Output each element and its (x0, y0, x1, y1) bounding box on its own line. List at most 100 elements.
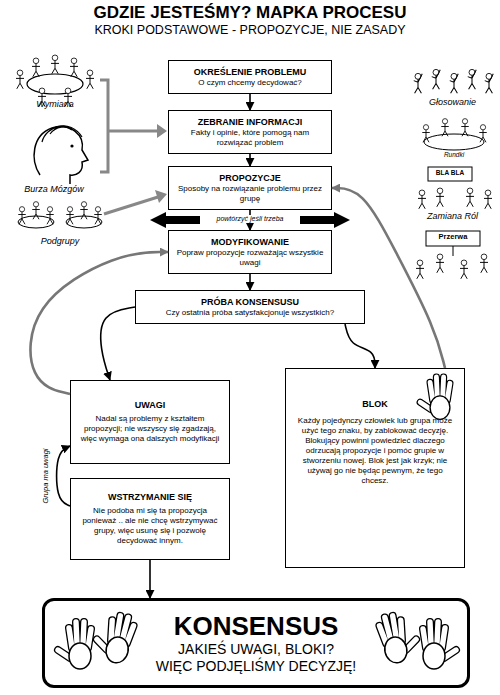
person-figure (86, 70, 94, 89)
hand-symbol (58, 622, 91, 669)
speech-sign (428, 167, 472, 181)
voting-figure (414, 73, 423, 93)
person-figure (416, 260, 424, 279)
flow-arrow (249, 94, 251, 110)
person-figure (32, 202, 40, 220)
box-heading: BLOK (362, 399, 388, 410)
arrow-head (155, 190, 167, 203)
person-figure (466, 188, 474, 207)
hand-symbol (378, 612, 420, 665)
sign-text: Przerwa (426, 233, 480, 241)
person-figure (479, 125, 487, 143)
box-text: JAKIEŚ UWAGI, BLOKI? (178, 641, 334, 658)
repeat-note: powtórzyć jeśli trzeba (200, 215, 300, 223)
diagram-title: GDZIE JESTEŚMY? MAPKA PROCESU (0, 3, 500, 23)
voting-figure (485, 73, 494, 93)
table-shape (424, 134, 484, 150)
box-text: Fakty i opinie, które pomogą nam rozwiąz… (174, 128, 326, 148)
box-text: Każdy pojedynczy człowiek lub grupa może… (294, 416, 456, 486)
person-figure (436, 188, 444, 207)
process-box: ZEBRANIE INFORMACJIFakty i opinie, które… (168, 110, 332, 154)
person-figure (46, 207, 54, 225)
person-figure (16, 70, 24, 89)
subtitle-text: KROKI PODSTAWOWE - PROPOZYCJE, NIE ZASAD… (0, 24, 500, 38)
outcome-box: WSTRZYMANIE SIĘ Nie podoba mi się ta prop… (70, 478, 230, 560)
person-figure (480, 254, 488, 273)
box-heading: PROPOZYCJE (219, 173, 281, 184)
box-heading: PRÓBA KONSENSUSU (201, 297, 299, 308)
flow-arrow (345, 324, 375, 368)
person-figure (484, 190, 492, 209)
person-figure (32, 58, 40, 77)
process-box: MODYFIKOWANIEPopraw propozycje rozważają… (168, 230, 332, 274)
person-figure (422, 125, 430, 143)
flow-arrow (101, 307, 135, 380)
person-figure (80, 202, 88, 220)
illustration-caption: Wymiana (12, 100, 98, 110)
person-figure (66, 207, 74, 225)
person-figure (441, 119, 449, 137)
box-heading: MODYFIKOWANIE (211, 237, 289, 248)
bracket-arrow (100, 80, 158, 172)
box-heading: ZEBRANIE INFORMACJI (198, 117, 303, 128)
voting-figure (468, 69, 477, 89)
table-shape (27, 74, 83, 94)
illustration-caption: Burza Mózgów (8, 185, 100, 195)
person-figure (94, 207, 102, 225)
illustration-caption: Rundki (430, 151, 478, 158)
person-figure (461, 119, 469, 137)
box-text: WIĘC PODJĘLIŚMY DECYZJĘ! (156, 658, 356, 675)
sign-post (453, 246, 454, 256)
hand-symbol (423, 622, 456, 669)
box-text: Popraw propozycje rozważając wszystkie u… (174, 248, 326, 268)
flow-arrow (30, 252, 168, 394)
edge-label: Grupa ma uwagi (41, 436, 51, 516)
box-text: Sposoby na rozwiązanie problemu przez gr… (174, 184, 326, 204)
person-figure (436, 254, 444, 273)
illustration-caption: Zamiana Ról (405, 212, 500, 222)
process-box: PROPOZYCJESposoby na rozwiązanie problem… (168, 166, 332, 210)
repeat-arrow (150, 212, 200, 228)
hand-symbol (93, 612, 135, 665)
eye-dot (70, 144, 73, 147)
head-profile (34, 127, 88, 184)
person-figure (418, 190, 426, 209)
box-text: Czy ostatnia próba satysfakcjonuje wszys… (166, 308, 335, 318)
illustration-caption: Głosowanie (405, 98, 500, 108)
illustration-caption: Podgrupy (15, 237, 105, 247)
voting-figure (450, 73, 459, 93)
person-figure (70, 58, 78, 77)
box-heading: WSTRZYMANIE SIĘ (108, 492, 192, 503)
flow-arrow (249, 154, 251, 166)
person-figure (51, 55, 59, 74)
box-heading: KONSENSUS (174, 611, 339, 641)
arrow-head (157, 124, 167, 138)
outcome-box: UWAGI Nadal są problemy z kształtem propo… (70, 380, 230, 464)
box-text: Nie podoba mi się ta propozycja ponieważ… (76, 506, 224, 546)
voting-figure (432, 69, 441, 89)
box-heading: OKREŚLENIE PROBLEMU (194, 67, 307, 78)
pointer-arrow (104, 197, 158, 214)
flow-arrow (57, 446, 70, 506)
repeat-arrow (300, 212, 350, 228)
hair-stroke (42, 126, 82, 142)
decision-box: PRÓBA KONSENSUSUCzy ostatnia próba satys… (135, 290, 365, 324)
sign-text: BLA BLA (428, 169, 472, 176)
flow-arrow (149, 560, 151, 598)
person-figure (18, 207, 26, 225)
box-heading: UWAGI (135, 400, 166, 411)
flow-arrow (249, 274, 251, 290)
process-box: OKREŚLENIE PROBLEMUO czym chcemy decydow… (168, 60, 332, 94)
hand-symbol (420, 377, 450, 419)
box-text: Nadal są problemy z kształtem propozycji… (76, 414, 224, 444)
result-box: KONSENSUSJAKIEŚ UWAGI, BLOKI?WIĘC PODJĘL… (42, 598, 470, 688)
break-sign (426, 231, 480, 246)
outcome-box: BLOK Każdy pojedynczy człowiek lub grupa … (285, 368, 465, 568)
box-text: O czym chcemy decydować? (198, 78, 302, 88)
person-figure (460, 260, 468, 279)
